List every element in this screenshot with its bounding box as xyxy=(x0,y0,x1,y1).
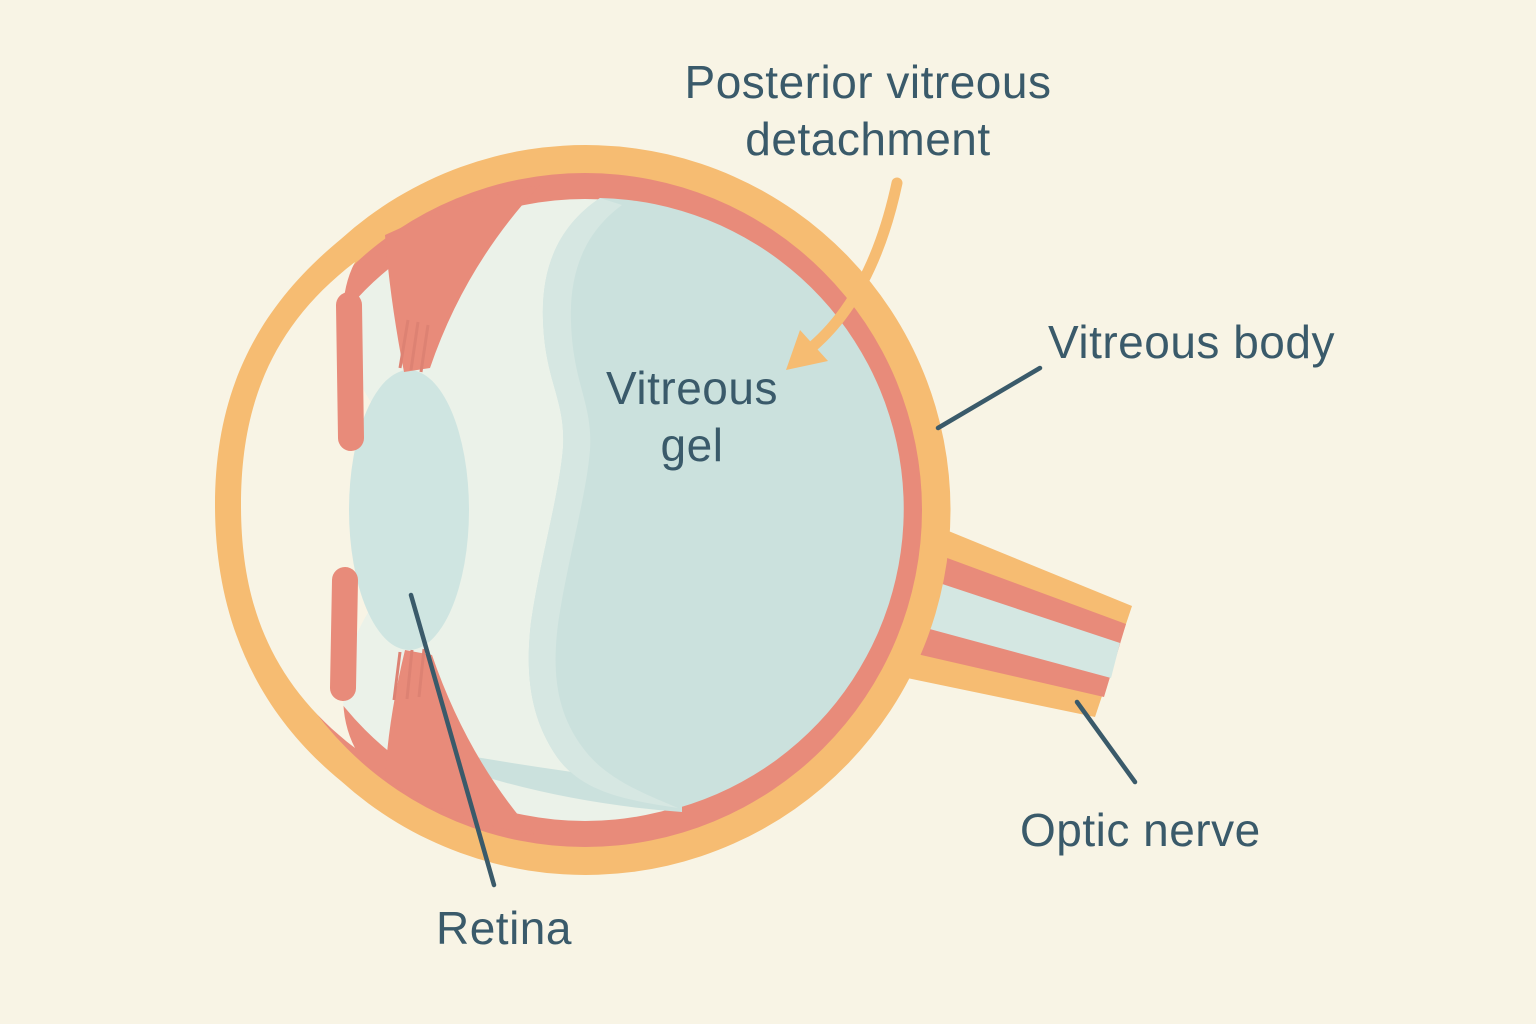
pvd-arrow-shaft xyxy=(800,177,903,358)
gel-detachment-edge xyxy=(528,198,678,808)
leader-line-retina xyxy=(408,592,497,888)
ciliary-process-lower xyxy=(330,567,358,701)
zonule-fibers-lower xyxy=(392,648,426,701)
anterior-chamber xyxy=(241,262,408,748)
label-posterior-vitreous-detachment: Posterior vitreous detachment xyxy=(684,56,1052,166)
leader-line-vitreous-body xyxy=(935,365,1043,431)
label-retina: Retina xyxy=(436,902,572,954)
pvd-arrowhead-icon xyxy=(786,330,828,370)
ciliary-body-lower xyxy=(330,567,535,835)
leader-line-optic-nerve xyxy=(1074,699,1138,785)
ciliary-body-upper xyxy=(336,185,540,451)
leader-lines xyxy=(408,365,1138,888)
ciliary-process-upper xyxy=(336,292,364,451)
ciliary-muscle-lower xyxy=(385,650,535,835)
label-vitreous-gel: Vitreous gel xyxy=(606,362,778,472)
ciliary-muscle-upper xyxy=(385,185,540,372)
pvd-arrow xyxy=(786,177,903,370)
label-vitreous-body: Vitreous body xyxy=(1048,316,1335,368)
label-optic-nerve: Optic nerve xyxy=(1020,804,1261,856)
zonule-fibers-upper xyxy=(398,319,430,373)
lens xyxy=(349,370,469,650)
